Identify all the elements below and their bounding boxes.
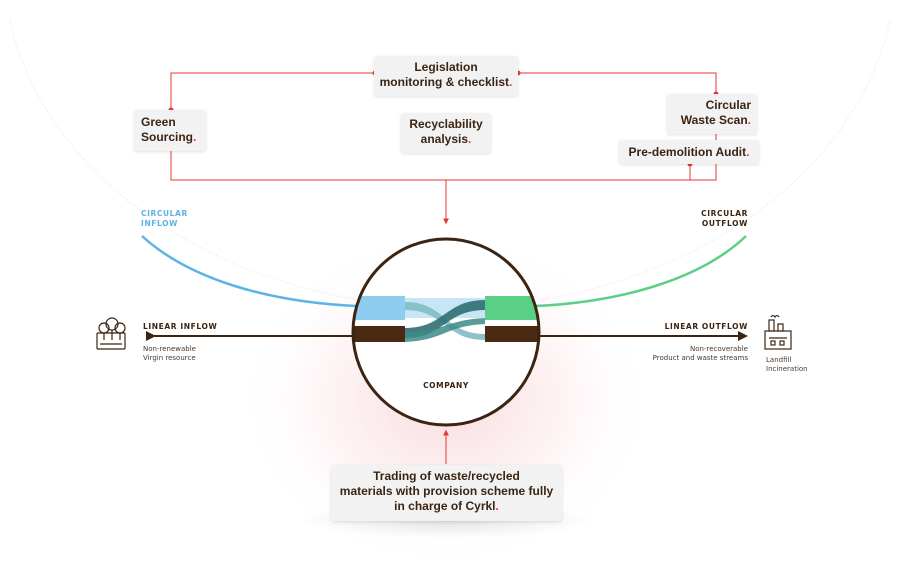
circular-inflow-arc — [141, 235, 357, 308]
legislation-line2-wrap: monitoring & checklist. — [374, 75, 518, 90]
green-line2-wrap: Sourcing. — [141, 130, 206, 145]
green-line1: Green — [141, 115, 176, 129]
green-sourcing-box: Green Sourcing. — [134, 110, 206, 151]
legislation-line2: monitoring & checklist — [379, 75, 509, 89]
linear-outflow-label: LINEAR OUTFLOW — [664, 322, 748, 331]
circular-outflow-line2: OUTFLOW — [701, 219, 748, 228]
linear-inflow-label: LINEAR INFLOW — [143, 322, 218, 331]
trading-box: Trading of waste/recycled materials with… — [331, 465, 562, 521]
recyclability-line2: analysis — [420, 132, 469, 146]
landfill-line1: Landfill — [766, 356, 792, 364]
flow-cross-up — [405, 300, 485, 338]
predemolition-line1: Pre-demolition Audit — [628, 145, 747, 159]
legislation-dot: . — [509, 75, 513, 89]
outflow-sub-label: Non-recoverable Product and waste stream… — [630, 345, 748, 363]
flow-cross-mid — [405, 318, 485, 342]
trading-line2: materials with provision scheme fully — [339, 484, 554, 498]
waste-scan-line2-wrap: Waste Scan. — [667, 113, 751, 128]
legislation-line1: Legislation — [414, 60, 478, 74]
recyclability-line1: Recyclability — [409, 117, 483, 131]
line-legislation-green — [170, 72, 375, 110]
company-flows — [353, 296, 539, 342]
waste-scan-line2: Waste Scan — [680, 113, 748, 127]
recyclability-dot: . — [468, 132, 472, 146]
blue-inflow-band — [353, 296, 405, 320]
landfill-label: Landfill Incineration — [766, 356, 808, 374]
predemolition-dot: . — [746, 145, 750, 159]
green-dot: . — [193, 130, 197, 144]
inflow-sub-label: Non-renewable Virgin resource — [143, 345, 196, 363]
circular-outflow-line1: CIRCULAR — [701, 209, 748, 218]
trading-line3-wrap: in charge of Cyrkl. — [331, 499, 562, 514]
inflow-sub-line1: Non-renewable — [143, 345, 196, 353]
circular-inflow-line1: CIRCULAR — [141, 209, 188, 218]
waste-scan-box: Circular Waste Scan. — [667, 94, 757, 134]
predemolition-box: Pre-demolition Audit. — [619, 140, 759, 164]
outer-arc-left — [9, 19, 361, 301]
brown-outflow-band — [485, 326, 539, 342]
green-line2: Sourcing — [141, 130, 194, 144]
circular-inflow-label: CIRCULAR INFLOW — [141, 209, 188, 229]
line-legislation-wastescan — [518, 72, 717, 94]
circular-inflow-line2: INFLOW — [141, 219, 178, 228]
legislation-box: Legislation monitoring & checklist. — [374, 56, 518, 96]
waste-scan-line1: Circular — [705, 98, 751, 112]
brown-inflow-band — [353, 326, 405, 342]
factory-icon — [764, 314, 792, 350]
outflow-sub-line1: Non-recoverable — [690, 345, 748, 353]
waste-scan-dot: . — [747, 113, 751, 127]
recyclability-box: Recyclability analysis. — [401, 113, 491, 153]
outflow-sub-line2: Product and waste streams — [652, 354, 748, 362]
recyclability-line2-wrap: analysis. — [401, 132, 491, 147]
company-label: COMPANY — [423, 381, 469, 390]
trading-line1: Trading of waste/recycled — [373, 469, 520, 483]
linear-inflow-start-arrow — [146, 331, 156, 341]
landfill-line2: Incineration — [766, 365, 808, 373]
inflow-sub-line2: Virgin resource — [143, 354, 196, 362]
linear-outflow-arrow — [738, 331, 748, 341]
trading-line3: in charge of Cyrkl — [394, 499, 496, 513]
green-outflow-band — [485, 296, 539, 320]
circular-outflow-arc — [535, 235, 747, 308]
trading-dot: . — [495, 499, 499, 513]
circular-outflow-label: CIRCULAR OUTFLOW — [690, 209, 748, 229]
forest-icon — [96, 317, 126, 350]
company-circle — [351, 237, 541, 427]
